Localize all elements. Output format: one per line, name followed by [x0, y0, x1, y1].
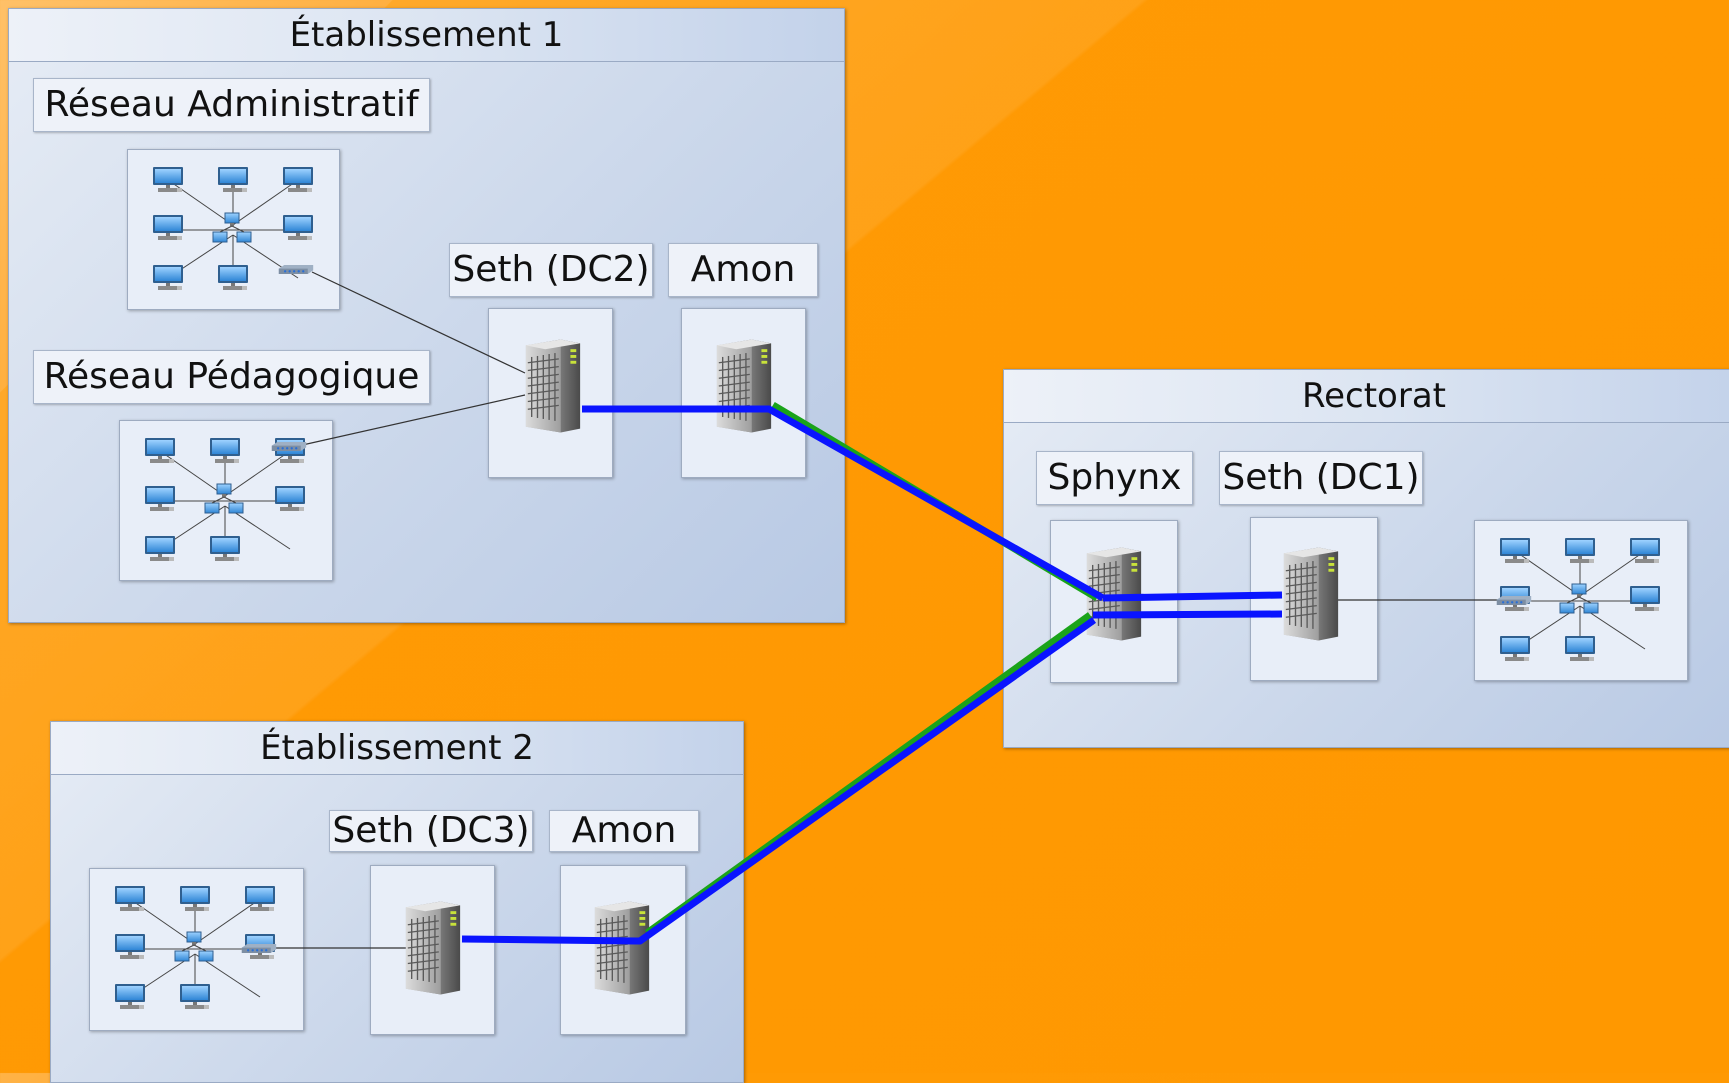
lan-network-icon	[145, 438, 307, 561]
server-tower-icon	[1283, 546, 1339, 642]
server-tower-icon	[594, 900, 650, 996]
cable-peda-to-seth-dc2	[297, 394, 526, 447]
group-title-rectorat: Rectorat	[1004, 370, 1729, 423]
lan-network-icon	[115, 886, 277, 1009]
vpn-blue-etab2-rectorat	[461, 617, 1097, 945]
label-seth-dc3: Seth (DC3)	[329, 810, 533, 852]
group-title-etablissement-1: Établissement 1	[9, 9, 844, 62]
vpn-blue-sphynx-seth-dc1-top	[1102, 591, 1283, 602]
cable-admin-to-seth-dc2	[311, 271, 526, 374]
label-amon-etab1: Amon	[668, 243, 818, 297]
tile-server-amon-etab1	[681, 308, 806, 478]
label-sphynx: Sphynx	[1036, 451, 1193, 505]
vpn-blue-etab1-rectorat	[582, 405, 1105, 602]
server-tower-icon	[716, 338, 772, 434]
server-tower-icon	[525, 338, 581, 434]
vpn-links	[461, 401, 1283, 945]
label-seth-dc1: Seth (DC1)	[1219, 451, 1423, 505]
lan-network-icon	[153, 167, 313, 290]
server-tower-icon	[405, 900, 461, 996]
lan-cables	[276, 271, 1512, 949]
label-seth-dc2: Seth (DC2)	[449, 243, 653, 297]
vpn-blue-sphynx-seth-dc1-bottom	[1092, 610, 1283, 619]
group-title-etablissement-2: Établissement 2	[51, 722, 743, 775]
lan-network-icon	[1496, 538, 1660, 661]
label-reseau-pedagogique: Réseau Pédagogique	[33, 350, 430, 404]
label-reseau-administratif: Réseau Administratif	[33, 78, 430, 132]
label-amon-etab2: Amon	[549, 810, 699, 852]
